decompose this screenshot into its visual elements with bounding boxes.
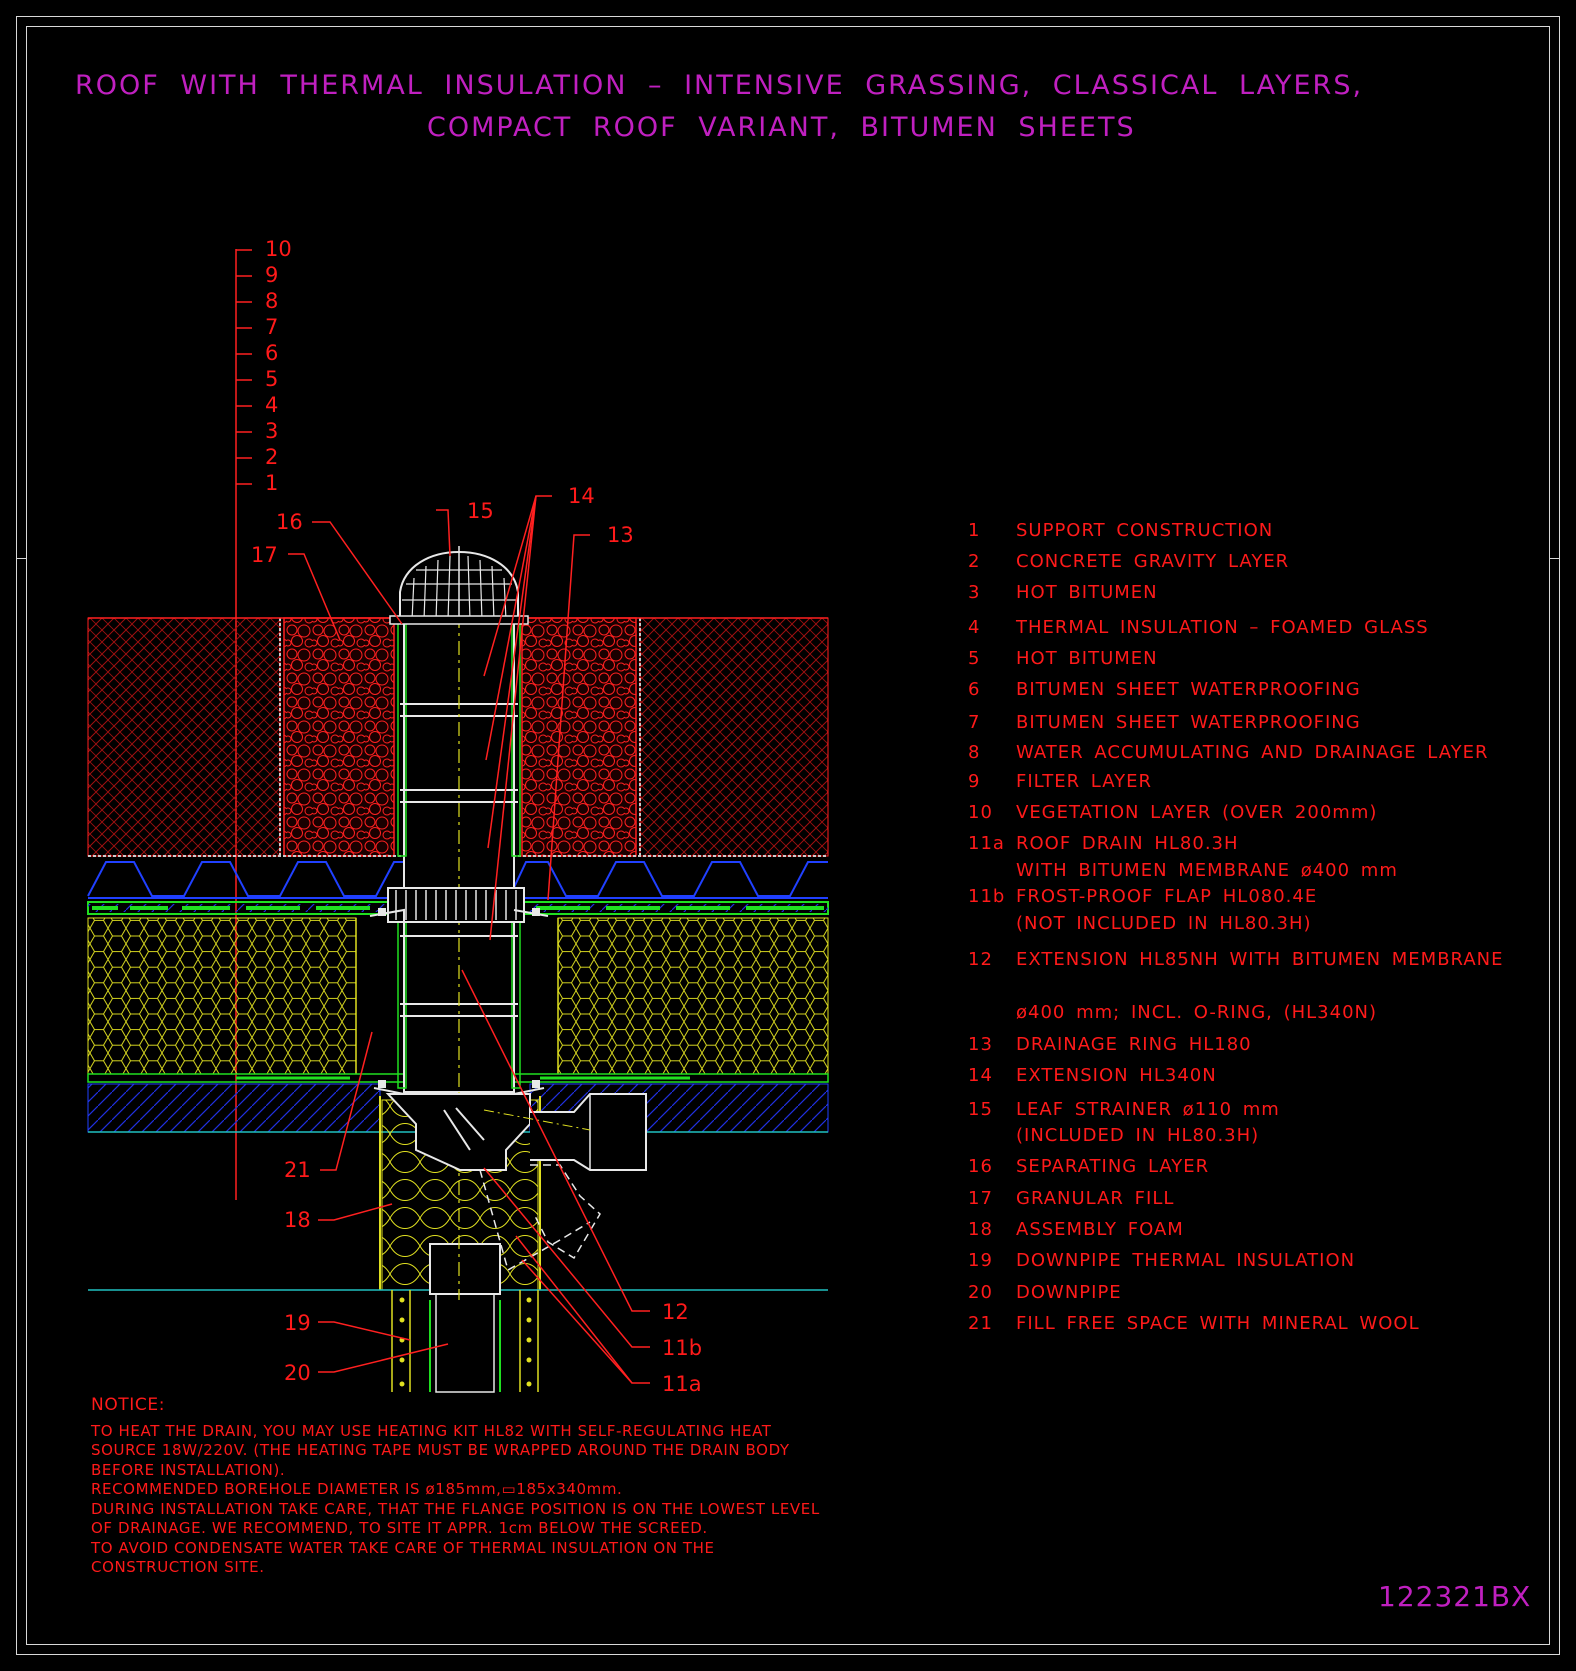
scale-label-8: 8 [265,289,279,313]
notice-line: DURING INSTALLATION TAKE CARE, THAT THE … [91,1499,820,1518]
notice-line: BEFORE INSTALLATION). [91,1460,286,1479]
callout-14: 14 [568,484,595,508]
notice-heading: NOTICE: [91,1395,166,1415]
callout-15: 15 [467,499,494,523]
scale-label-5: 5 [265,367,279,391]
scale-label-3: 3 [265,419,279,443]
notice-line: TO HEAT THE DRAIN, YOU MAY USE HEATING K… [91,1421,772,1440]
scale-label-7: 7 [265,315,279,339]
notice-line: TO AVOID CONDENSATE WATER TAKE CARE OF T… [91,1538,715,1557]
installation-notice: NOTICE: TO HEAT THE DRAIN, YOU MAY USE H… [91,1395,831,1578]
callout-11b: 11b [662,1336,703,1360]
callout-11a: 11a [662,1372,702,1396]
scale-label-10: 10 [265,237,292,261]
callout-20: 20 [284,1361,311,1385]
notice-line: SOURCE 18W/220V. (THE HEATING TAPE MUST … [91,1441,790,1459]
callout-18: 18 [284,1208,311,1232]
notice-line: CONSTRUCTION SITE. [91,1558,265,1576]
drawing-border-inner [26,26,1550,1645]
drawing-code: 122321BX [1378,1580,1532,1613]
scale-label-9: 9 [265,263,279,287]
scale-label-2: 2 [265,445,279,469]
drawing-title-line2: COMPACT ROOF VARIANT, BITUMEN SHEETS [427,112,1136,143]
callout-13: 13 [607,523,634,547]
scale-label-1: 1 [265,471,279,495]
callout-17: 17 [251,543,278,567]
drawing-border-outer [16,16,1560,1655]
scale-label-4: 4 [265,393,279,417]
drawing-title-line1: ROOF WITH THERMAL INSULATION – INTENSIVE… [75,70,1364,101]
callout-12: 12 [662,1300,689,1324]
notice-line: OF DRAINAGE. WE RECOMMEND, TO SITE IT AP… [91,1519,708,1537]
frame-tick-right [1550,558,1560,559]
callout-21: 21 [284,1158,311,1182]
callout-19: 19 [284,1311,311,1335]
notice-line: RECOMMENDED BOREHOLE DIAMETER IS ø185mm,… [91,1480,623,1498]
callout-16: 16 [276,510,303,534]
scale-label-6: 6 [265,341,279,365]
frame-tick-left [16,558,26,559]
